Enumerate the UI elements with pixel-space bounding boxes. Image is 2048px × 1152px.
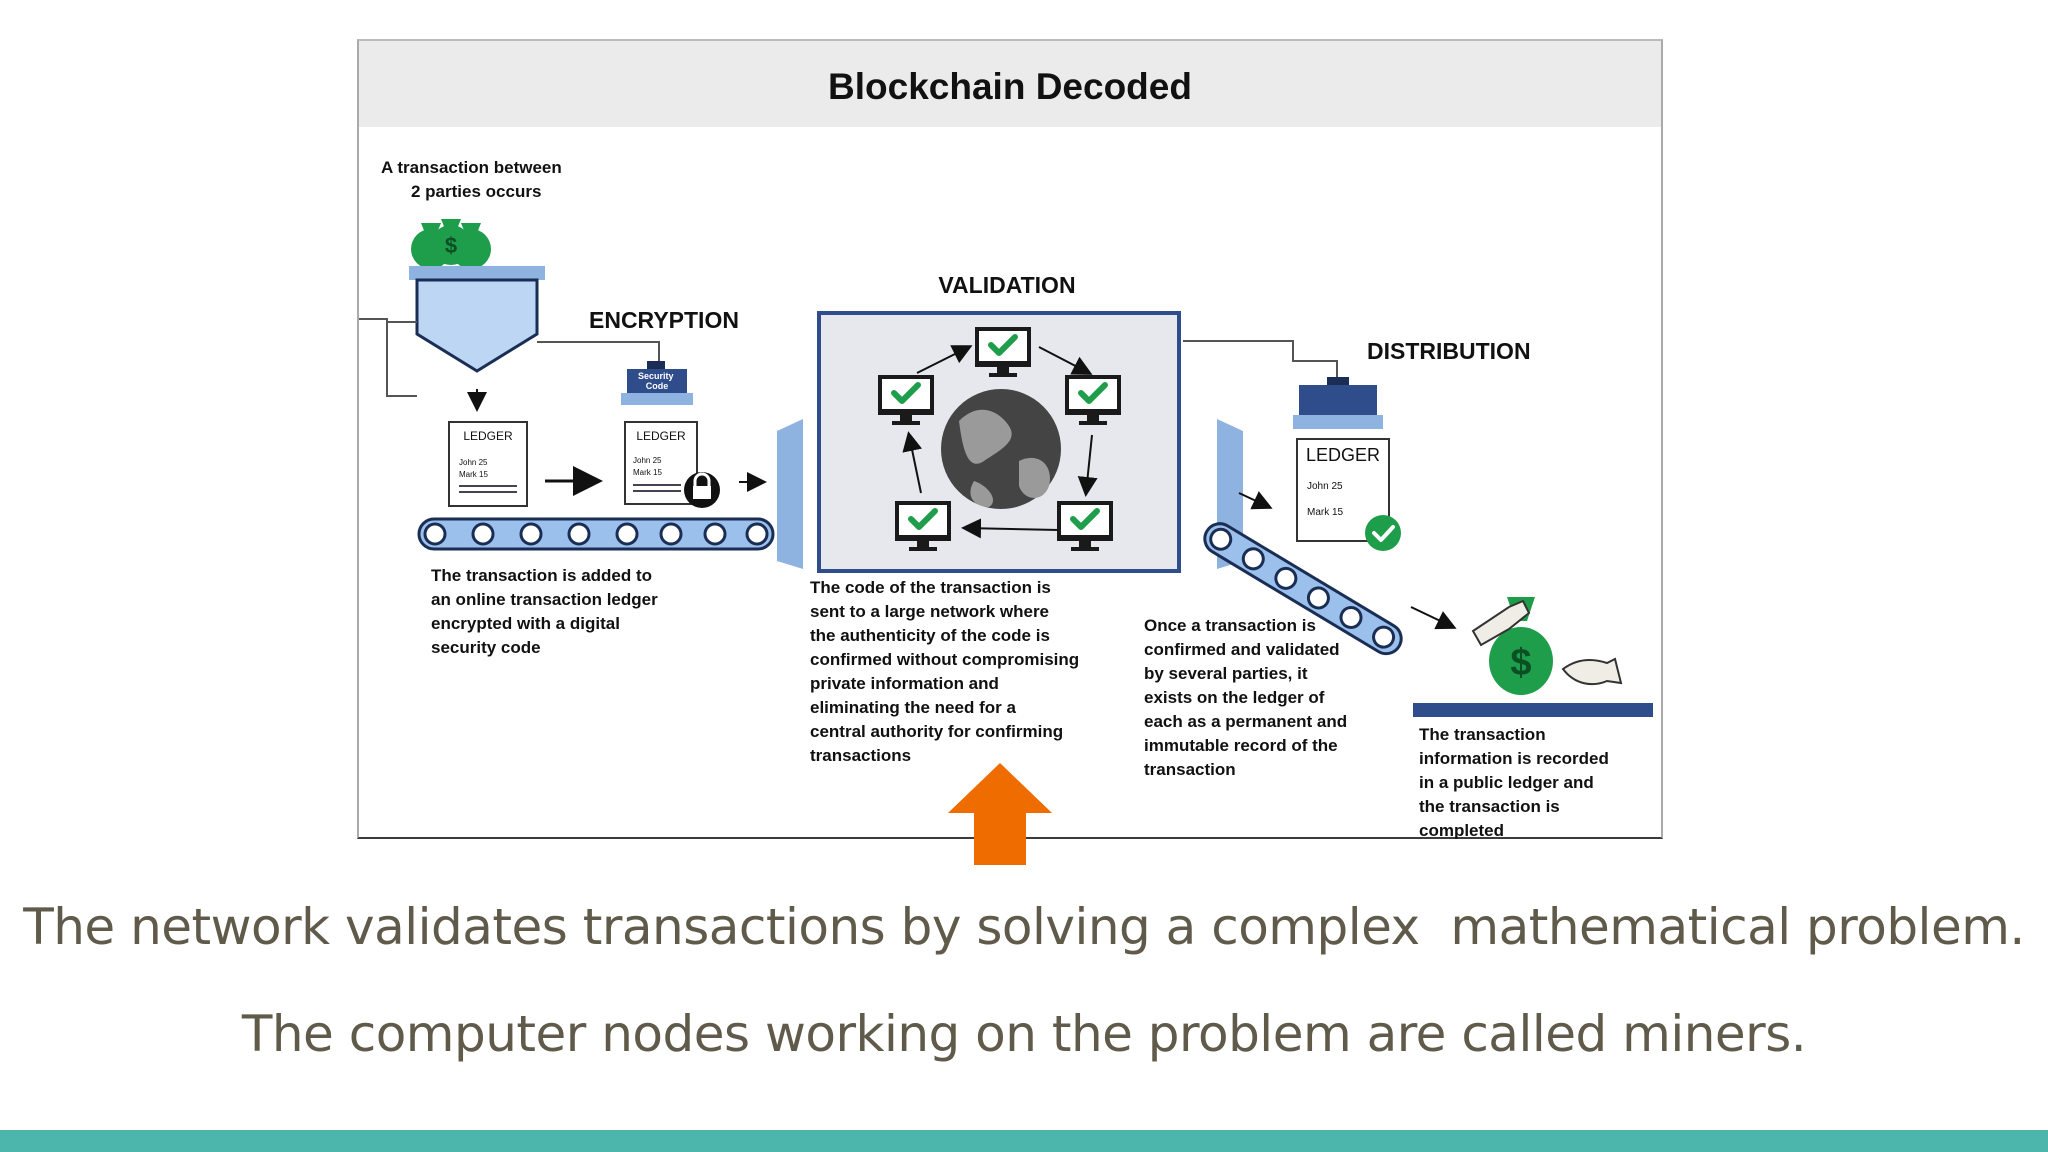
svg-text:John 25: John 25: [633, 456, 662, 465]
ledger-card-2: LEDGER John 25 Mark 15: [624, 421, 698, 505]
distribution-heading: DISTRIBUTION: [1367, 338, 1531, 364]
check-badge-icon: [1365, 515, 1401, 551]
hopper-icon: [359, 266, 660, 412]
svg-text:John 25: John 25: [1307, 481, 1343, 492]
svg-text:Mark 15: Mark 15: [459, 470, 488, 479]
completion-description: The transaction information is recorded …: [1419, 725, 1614, 839]
title-band: [359, 41, 1661, 127]
svg-text:LEDGER: LEDGER: [463, 429, 513, 443]
validation-side-left: [777, 419, 803, 569]
conveyor-right: [1203, 522, 1403, 656]
completion-platform: [1413, 703, 1653, 717]
svg-text:LEDGER: LEDGER: [636, 429, 686, 443]
footer-accent-bar: [0, 1130, 2048, 1152]
diagram-canvas: Blockchain Decoded A transaction between…: [359, 41, 1661, 839]
svg-text:Mark 15: Mark 15: [1307, 507, 1344, 518]
security-code-box-icon: Security Code: [621, 361, 693, 405]
ledger-card-1: LEDGER John 25 Mark 15: [448, 421, 528, 507]
svg-text:$: $: [1510, 642, 1531, 684]
transaction-label: A transaction between 2 parties occurs: [381, 158, 566, 201]
svg-text:$: $: [445, 233, 457, 258]
encryption-heading: ENCRYPTION: [589, 307, 739, 333]
svg-text:Mark 15: Mark 15: [633, 468, 662, 477]
diagram-title: Blockchain Decoded: [828, 66, 1192, 107]
network-links: [902, 345, 1098, 539]
svg-text:John 25: John 25: [459, 458, 488, 467]
validation-description: The code of the transaction is sent to a…: [810, 578, 1084, 765]
distribution-description: Once a transaction is confirmed and vali…: [1144, 616, 1352, 779]
security-code-label: Security Code: [638, 371, 676, 391]
caption-line-1: The network validates transactions by so…: [23, 898, 2025, 956]
validation-heading: VALIDATION: [938, 272, 1075, 298]
lock-icon: [684, 472, 720, 508]
hand-icon: [1471, 599, 1623, 686]
conveyor-left: [417, 517, 775, 551]
distribution-link: [1183, 340, 1338, 377]
money-bag-icon: $: [411, 219, 491, 269]
distribution-box-icon: [1293, 377, 1383, 429]
blockchain-diagram: Blockchain Decoded A transaction between…: [357, 39, 1663, 839]
globe-icon: [941, 389, 1061, 509]
up-arrow-icon: [948, 763, 1052, 865]
encryption-description: The transaction is added to an online tr…: [431, 566, 662, 657]
svg-text:LEDGER: LEDGER: [1306, 445, 1380, 465]
caption-line-2: The computer nodes working on the proble…: [241, 1005, 1807, 1063]
